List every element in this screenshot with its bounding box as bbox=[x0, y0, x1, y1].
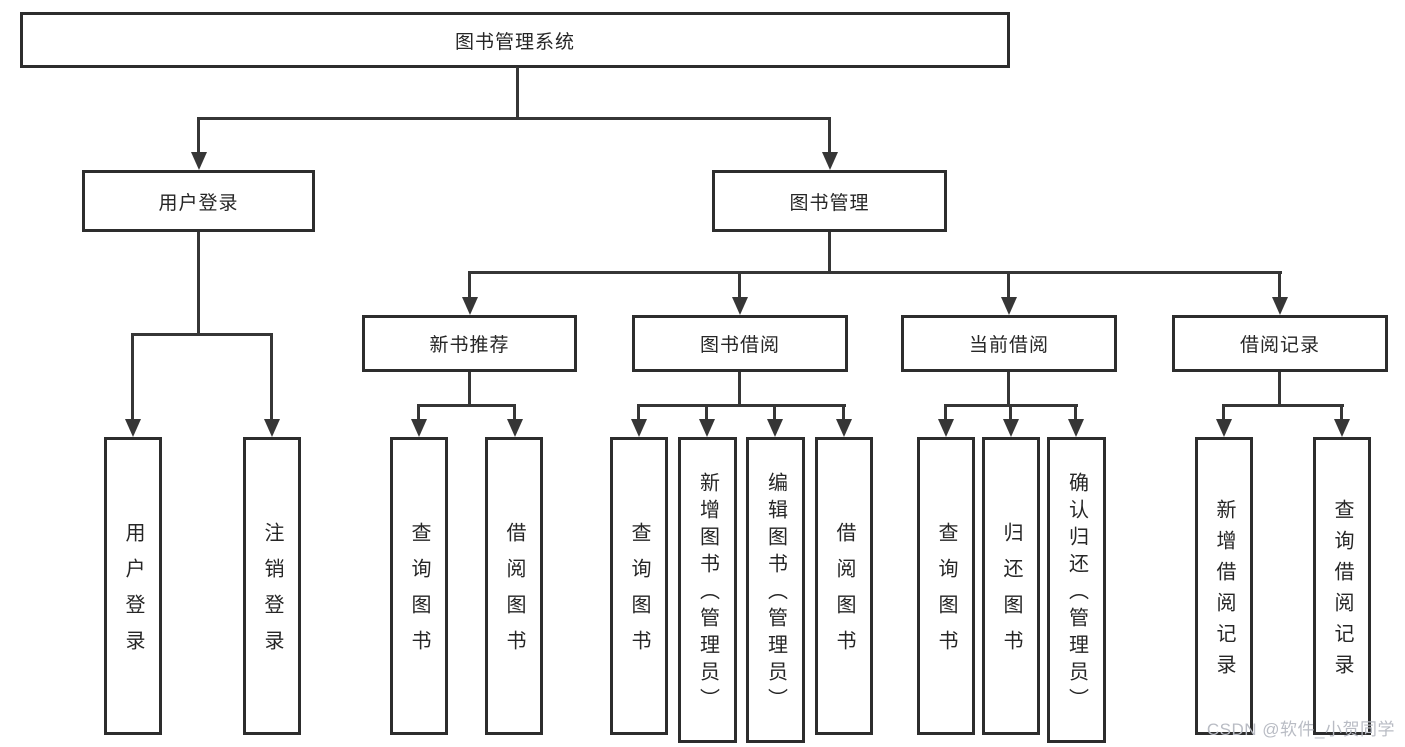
connector-line bbox=[516, 67, 519, 118]
leaf-logout: 注销登录 bbox=[243, 437, 301, 735]
connector-line bbox=[1009, 404, 1012, 421]
connector-line bbox=[197, 117, 200, 154]
arrow-down-icon bbox=[1068, 419, 1084, 437]
arrow-down-icon bbox=[411, 419, 427, 437]
connector-line bbox=[705, 404, 708, 421]
leaf-borrow-books-borrowing: 借阅图书 bbox=[815, 437, 873, 735]
node-book-management: 图书管理 bbox=[712, 170, 947, 232]
connector-line bbox=[513, 404, 516, 421]
arrow-down-icon bbox=[462, 297, 478, 315]
arrow-down-icon bbox=[767, 419, 783, 437]
arrow-down-icon bbox=[1272, 297, 1288, 315]
arrow-down-icon bbox=[1003, 419, 1019, 437]
leaf-label: 借阅图书 bbox=[833, 522, 855, 666]
connector-line bbox=[1278, 271, 1281, 299]
node-book-borrowing: 图书借阅 bbox=[632, 315, 848, 372]
leaf-label: 用户登录 bbox=[122, 522, 144, 666]
connector-line bbox=[131, 333, 273, 336]
connector-line bbox=[828, 117, 831, 154]
connector-line bbox=[197, 232, 200, 336]
arrow-down-icon bbox=[1216, 419, 1232, 437]
leaf-return-books: 归还图书 bbox=[982, 437, 1040, 735]
connector-line bbox=[773, 404, 776, 421]
leaf-label: 查询图书 bbox=[408, 522, 430, 666]
arrow-down-icon bbox=[732, 297, 748, 315]
leaf-label: 注销登录 bbox=[261, 522, 283, 666]
connector-line bbox=[417, 404, 516, 407]
leaf-label: 查询借阅记录 bbox=[1331, 498, 1353, 685]
leaf-confirm-return-admin: 确认归还（管理员） bbox=[1047, 437, 1106, 743]
leaf-label: 编辑图书（管理员） bbox=[764, 472, 787, 715]
connector-line bbox=[197, 117, 831, 120]
leaf-label: 查询图书 bbox=[935, 522, 957, 666]
arrow-down-icon bbox=[631, 419, 647, 437]
arrow-down-icon bbox=[191, 152, 207, 170]
arrow-down-icon bbox=[507, 419, 523, 437]
connector-line bbox=[637, 404, 640, 421]
connector-line bbox=[468, 271, 1282, 274]
connector-line bbox=[270, 333, 273, 421]
connector-line bbox=[842, 404, 845, 421]
connector-line bbox=[468, 271, 471, 299]
leaf-query-books-current: 查询图书 bbox=[917, 437, 975, 735]
connector-line bbox=[828, 232, 831, 274]
arrow-down-icon bbox=[1001, 297, 1017, 315]
csdn-watermark: CSDN @软件_小贺同学 bbox=[1206, 720, 1395, 739]
leaf-add-books-admin: 新增图书（管理员） bbox=[678, 437, 737, 743]
node-new-book-recommendation: 新书推荐 bbox=[362, 315, 577, 372]
leaf-add-borrowing-record: 新增借阅记录 bbox=[1195, 437, 1253, 735]
leaf-edit-books-admin: 编辑图书（管理员） bbox=[746, 437, 805, 743]
leaf-query-borrowing-record: 查询借阅记录 bbox=[1313, 437, 1371, 735]
connector-line bbox=[468, 372, 471, 406]
leaf-user-login: 用户登录 bbox=[104, 437, 162, 735]
leaf-label: 新增借阅记录 bbox=[1213, 498, 1235, 685]
connector-line bbox=[417, 404, 420, 421]
connector-line bbox=[1222, 404, 1225, 421]
connector-line bbox=[1278, 372, 1281, 406]
node-user-login: 用户登录 bbox=[82, 170, 315, 232]
connector-line bbox=[1007, 372, 1010, 406]
connector-line bbox=[1074, 404, 1077, 421]
leaf-query-books-borrowing: 查询图书 bbox=[610, 437, 668, 735]
connector-line bbox=[1340, 404, 1343, 421]
leaf-borrow-books-recommend: 借阅图书 bbox=[485, 437, 543, 735]
leaf-label: 归还图书 bbox=[1000, 522, 1022, 666]
arrow-down-icon bbox=[699, 419, 715, 437]
arrow-down-icon bbox=[836, 419, 852, 437]
connector-line bbox=[131, 333, 134, 421]
leaf-label: 确认归还（管理员） bbox=[1065, 472, 1088, 715]
connector-line bbox=[738, 271, 741, 299]
leaf-label: 借阅图书 bbox=[503, 522, 525, 666]
arrow-down-icon bbox=[125, 419, 141, 437]
arrow-down-icon bbox=[822, 152, 838, 170]
connector-line bbox=[637, 404, 846, 407]
node-borrowing-records: 借阅记录 bbox=[1172, 315, 1388, 372]
arrow-down-icon bbox=[1334, 419, 1350, 437]
arrow-down-icon bbox=[938, 419, 954, 437]
connector-line bbox=[944, 404, 947, 421]
node-current-borrowing: 当前借阅 bbox=[901, 315, 1117, 372]
leaf-label: 查询图书 bbox=[628, 522, 650, 666]
node-book-management-system: 图书管理系统 bbox=[20, 12, 1010, 68]
connector-line bbox=[1007, 271, 1010, 299]
connector-line bbox=[738, 372, 741, 406]
leaf-query-books-recommend: 查询图书 bbox=[390, 437, 448, 735]
connector-line bbox=[1222, 404, 1344, 407]
arrow-down-icon bbox=[264, 419, 280, 437]
leaf-label: 新增图书（管理员） bbox=[696, 472, 719, 715]
